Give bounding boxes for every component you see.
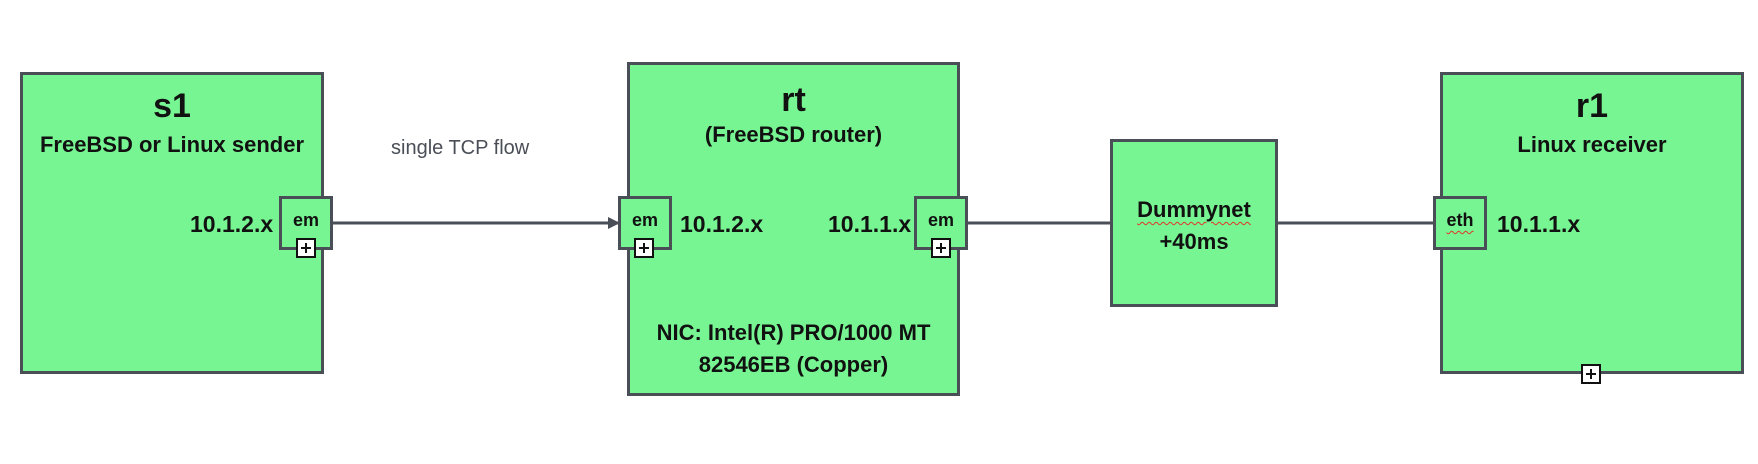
plus-box-icon[interactable] — [931, 238, 951, 258]
node-rt-title: rt — [781, 81, 806, 119]
r1-port-label: eth — [1446, 210, 1474, 230]
rt-right-port-em[interactable]: em — [914, 196, 968, 250]
node-s1-subtitle: FreeBSD or Linux sender — [39, 132, 305, 157]
node-dummynet-title: Dummynet — [1113, 196, 1275, 224]
node-dummynet[interactable]: Dummynet +40ms — [1110, 139, 1278, 307]
node-rt-subtitle: (FreeBSD router) — [704, 122, 883, 147]
node-s1-title: s1 — [153, 87, 191, 125]
node-rt-nic-line1: NIC: Intel(R) PRO/1000 MT — [656, 320, 931, 345]
plus-box-icon[interactable] — [296, 238, 316, 258]
rt-left-port-label: em — [631, 210, 658, 230]
r1-port-eth[interactable]: eth — [1433, 196, 1487, 250]
node-r1-title: r1 — [1575, 87, 1609, 125]
node-r1-subtitle: Linux receiver — [1517, 132, 1667, 157]
node-s1[interactable]: s1 FreeBSD or Linux sender — [20, 72, 324, 374]
s1-port-em[interactable]: em — [279, 196, 333, 250]
node-dummynet-delay: +40ms — [1159, 229, 1229, 254]
s1-ip-label: 10.1.2.x — [190, 211, 274, 237]
rt-left-ip-label: 10.1.2.x — [680, 211, 764, 237]
flow-label: single TCP flow — [391, 137, 530, 159]
node-rt-nic-line2: 82546EB (Copper) — [698, 352, 889, 377]
rt-right-port-label: em — [927, 210, 954, 230]
s1-port-label: em — [292, 210, 319, 230]
dummynet-title-text: Dummynet — [1137, 197, 1251, 222]
r1-ip-label: 10.1.1.x — [1497, 211, 1581, 237]
plus-box-icon[interactable] — [1581, 364, 1601, 384]
node-r1[interactable]: r1 Linux receiver — [1440, 72, 1744, 374]
rt-right-ip-label: 10.1.1.x — [828, 211, 912, 237]
plus-box-icon[interactable] — [634, 238, 654, 258]
